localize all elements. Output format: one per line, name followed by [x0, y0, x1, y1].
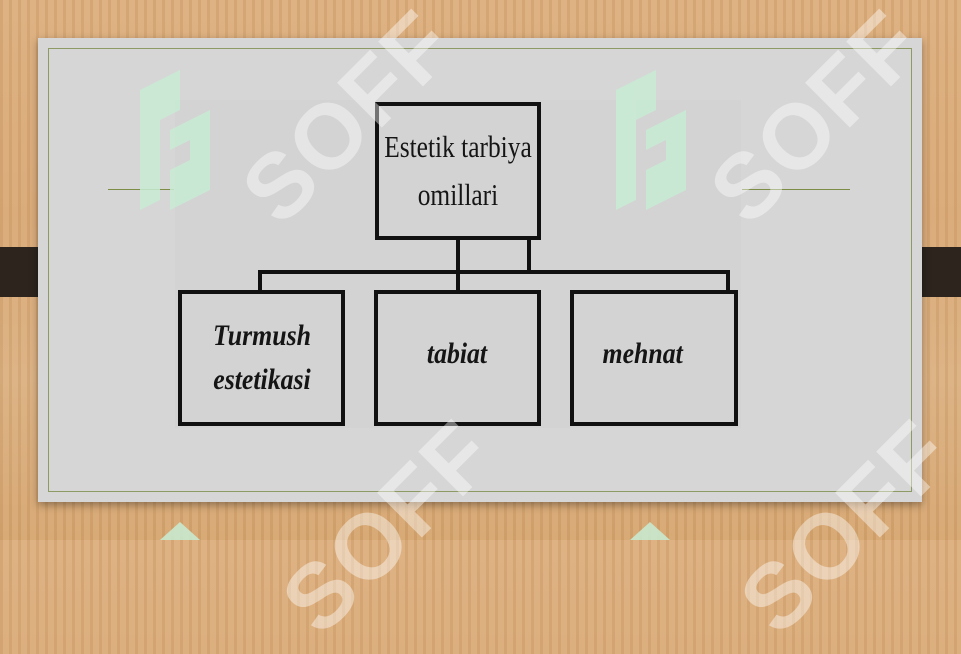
root-node-estetik-tarbiya: Estetik tarbiya omillari	[375, 102, 541, 240]
slide-inner-border	[48, 48, 912, 492]
connector-branch-3	[726, 270, 730, 292]
soff-logo-icon	[160, 522, 200, 540]
child-node-1-label-line1: Turmush	[212, 319, 311, 352]
child-node-2-label: tabiat	[427, 337, 488, 370]
child-node-turmush-estetikasi: Turmush estetikasi	[178, 290, 345, 426]
child-node-mehnat: mehnat	[570, 290, 738, 426]
child-node-3-label: mehnat	[602, 337, 684, 370]
soff-logo-icon	[630, 522, 670, 540]
root-node-label-line1: Estetik tarbiya	[384, 129, 532, 164]
connector-branch-2	[456, 270, 460, 292]
connector-root-stem-right	[527, 238, 531, 274]
connector-branch-1	[258, 270, 262, 292]
connector-horizontal-bus	[258, 270, 730, 274]
accent-line-left	[108, 189, 174, 190]
child-node-1-label-line2: estetikasi	[212, 363, 311, 396]
root-node-label-line2: omillari	[417, 177, 499, 212]
child-node-tabiat: tabiat	[374, 290, 541, 426]
accent-line-right	[742, 189, 850, 190]
connector-root-stem-left	[456, 238, 460, 274]
